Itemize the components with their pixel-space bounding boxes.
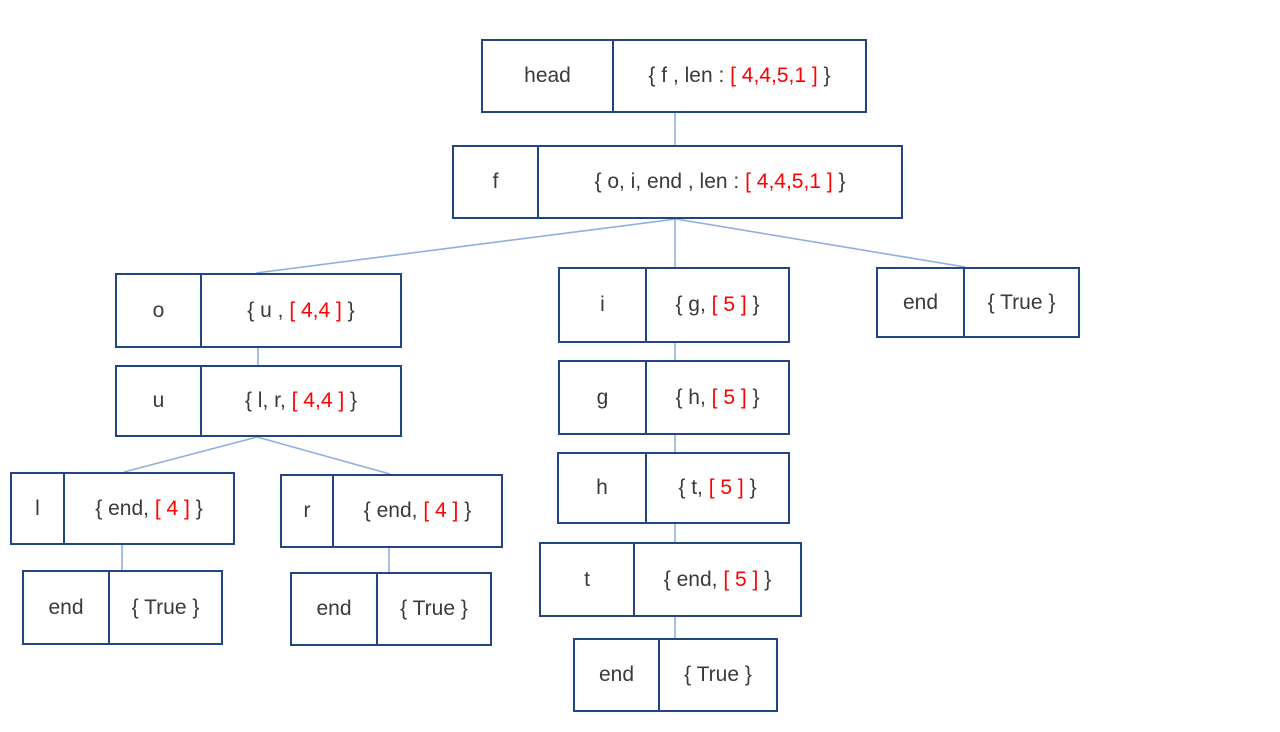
value-text: { True } — [131, 595, 200, 619]
node-key-cell: u — [117, 367, 202, 435]
trie-node-end-r: end { True } — [290, 572, 492, 646]
trie-node-g: g{ h, [ 5 ] } — [558, 360, 790, 435]
value-text: { u , — [247, 298, 290, 322]
value-text-red: [ 4 ] — [423, 499, 459, 522]
trie-node-head: head{ f , len : [ 4,4,5,1 ] } — [481, 39, 867, 113]
value-text: } — [344, 389, 358, 412]
node-value-cell: { h, [ 5 ] } — [647, 362, 788, 433]
node-key-cell: i — [560, 269, 647, 341]
value-text-red: [ 4,4,5,1 ] — [745, 170, 833, 193]
node-key-cell: end — [292, 574, 378, 644]
trie-node-t: t{ end, [ 5 ] } — [539, 542, 802, 617]
value-text: { True } — [987, 290, 1056, 314]
value-text: { o, i, end , len : — [594, 170, 746, 193]
node-value-cell: { True } — [660, 640, 776, 710]
node-value-cell: { True } — [378, 574, 490, 644]
node-value-cell: { o, i, end , len : [ 4,4,5,1 ] } — [539, 147, 901, 217]
edge-u-to-l — [123, 436, 258, 473]
value-text: { end, — [663, 567, 724, 591]
node-value-cell: { g, [ 5 ] } — [647, 269, 788, 341]
node-key-cell: end — [878, 269, 965, 336]
value-text: } — [189, 496, 203, 520]
value-text-red: [ 4,4 ] — [291, 389, 345, 412]
node-key-cell: head — [483, 41, 614, 111]
value-text: { l, r, — [244, 389, 292, 412]
trie-node-i: i{ g, [ 5 ] } — [558, 267, 790, 343]
value-text: { t, — [678, 476, 709, 499]
value-text-red: [ 4,4 ] — [289, 298, 342, 322]
trie-node-h: h{ t, [ 5 ] } — [557, 452, 790, 524]
node-value-cell: { u , [ 4,4 ] } — [202, 275, 400, 346]
node-key-cell: t — [541, 544, 635, 615]
node-key-cell: r — [282, 476, 334, 546]
value-text: } — [458, 499, 472, 522]
value-text-red: [ 5 ] — [711, 385, 747, 409]
value-text: { f , len : — [648, 64, 731, 87]
value-text: } — [341, 298, 355, 322]
node-value-cell: { end, [ 5 ] } — [635, 544, 800, 615]
node-key-cell: end — [24, 572, 110, 643]
value-text: } — [746, 293, 760, 316]
trie-node-r: r{ end, [ 4 ] } — [280, 474, 503, 548]
node-value-cell: { True } — [110, 572, 221, 643]
node-key-cell: h — [559, 454, 647, 522]
trie-node-end-b: end { True } — [573, 638, 778, 712]
trie-node-l: l{ end, [ 4 ] } — [10, 472, 235, 545]
node-key-cell: g — [560, 362, 647, 433]
value-text-red: [ 4,4,5,1 ] — [730, 64, 818, 87]
value-text-red: [ 5 ] — [711, 293, 747, 316]
node-value-cell: { t, [ 5 ] } — [647, 454, 788, 522]
edge-f-to-o — [255, 218, 677, 274]
node-value-cell: { f , len : [ 4,4,5,1 ] } — [614, 41, 865, 111]
node-key-cell: o — [117, 275, 202, 346]
node-value-cell: { True } — [965, 269, 1078, 336]
node-value-cell: { end, [ 4 ] } — [65, 474, 233, 543]
value-text: { h, — [675, 385, 712, 409]
value-text: { end, — [363, 499, 424, 522]
value-text: } — [743, 476, 757, 499]
value-text-red: [ 5 ] — [723, 567, 759, 591]
value-text: { end, — [95, 496, 155, 520]
value-text: { True } — [400, 597, 468, 620]
node-key-cell: f — [454, 147, 539, 217]
trie-node-end-l: end { True } — [22, 570, 223, 645]
value-text: } — [746, 385, 760, 409]
node-key-cell: l — [12, 474, 65, 543]
trie-node-u: u{ l, r, [ 4,4 ] } — [115, 365, 402, 437]
node-value-cell: { l, r, [ 4,4 ] } — [202, 367, 400, 435]
value-text: } — [832, 170, 846, 193]
value-text: } — [817, 64, 831, 87]
value-text: { True } — [684, 663, 752, 686]
node-value-cell: { end, [ 4 ] } — [334, 476, 501, 546]
trie-node-f: f{ o, i, end , len : [ 4,4,5,1 ] } — [452, 145, 903, 219]
node-key-cell: end — [575, 640, 660, 710]
value-text: { g, — [675, 293, 712, 316]
value-text-red: [ 5 ] — [708, 476, 744, 499]
edge-f-to-end-right — [675, 218, 966, 268]
value-text: } — [758, 567, 772, 591]
edge-u-to-r — [256, 436, 391, 475]
trie-node-end-right: end { True } — [876, 267, 1080, 338]
value-text-red: [ 4 ] — [154, 496, 190, 520]
trie-node-o: o{ u , [ 4,4 ] } — [115, 273, 402, 348]
